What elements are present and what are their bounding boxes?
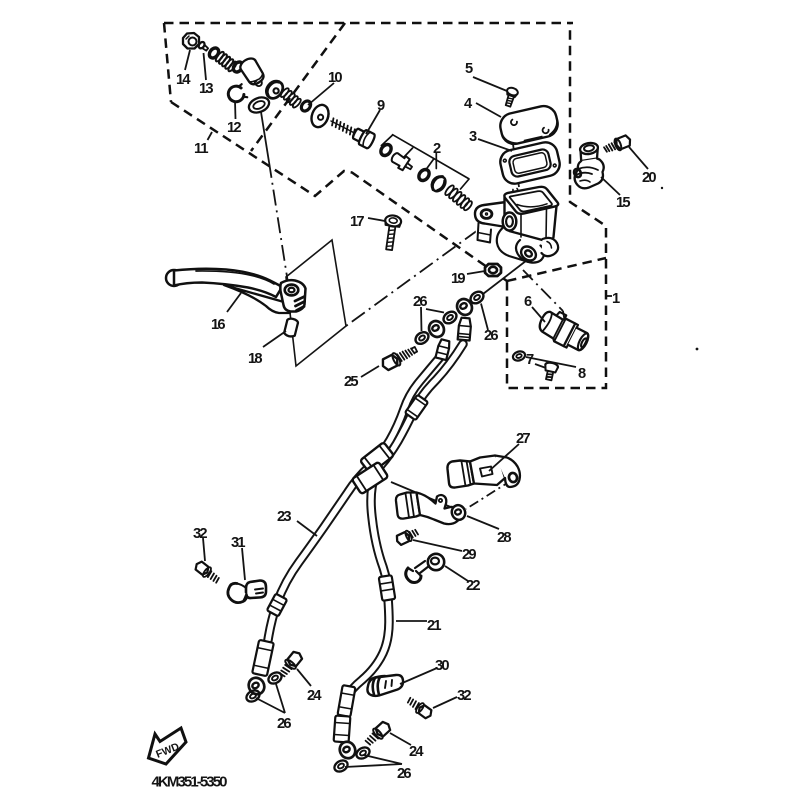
svg-text:21: 21 bbox=[427, 618, 442, 634]
svg-text:18: 18 bbox=[248, 351, 263, 367]
svg-text:23: 23 bbox=[277, 509, 292, 525]
svg-text:7: 7 bbox=[526, 352, 534, 368]
svg-text:22: 22 bbox=[466, 578, 481, 594]
svg-text:2: 2 bbox=[433, 141, 441, 157]
svg-text:9: 9 bbox=[377, 98, 385, 114]
svg-text:10: 10 bbox=[328, 70, 343, 86]
svg-text:5: 5 bbox=[465, 61, 473, 77]
svg-text:27: 27 bbox=[516, 431, 531, 447]
svg-text:3: 3 bbox=[469, 129, 477, 145]
svg-text:6: 6 bbox=[524, 294, 532, 310]
svg-text:20: 20 bbox=[642, 170, 657, 186]
svg-text:12: 12 bbox=[227, 120, 242, 136]
svg-text:16: 16 bbox=[211, 317, 226, 333]
svg-text:11: 11 bbox=[194, 141, 209, 157]
svg-text:31: 31 bbox=[231, 535, 246, 551]
svg-text:24: 24 bbox=[409, 744, 424, 760]
svg-text:19: 19 bbox=[451, 271, 466, 287]
svg-text:17: 17 bbox=[350, 214, 365, 230]
svg-text:15: 15 bbox=[616, 195, 631, 211]
svg-text:26: 26 bbox=[413, 294, 428, 310]
svg-text:4KM351-5350: 4KM351-5350 bbox=[152, 774, 228, 791]
svg-text:30: 30 bbox=[435, 658, 450, 674]
svg-text:28: 28 bbox=[497, 530, 512, 546]
svg-text:24: 24 bbox=[307, 688, 322, 704]
svg-text:26: 26 bbox=[484, 328, 499, 344]
svg-text:25: 25 bbox=[344, 374, 359, 390]
svg-text:14: 14 bbox=[176, 72, 191, 88]
svg-text:8: 8 bbox=[578, 366, 586, 382]
svg-text:32: 32 bbox=[193, 526, 208, 542]
svg-text:4: 4 bbox=[464, 96, 473, 112]
svg-text:13: 13 bbox=[199, 81, 214, 97]
svg-text:29: 29 bbox=[462, 547, 477, 563]
svg-text:26: 26 bbox=[277, 716, 292, 732]
svg-text:1: 1 bbox=[612, 291, 620, 307]
svg-text:26: 26 bbox=[397, 766, 412, 782]
svg-text:32: 32 bbox=[457, 688, 472, 704]
